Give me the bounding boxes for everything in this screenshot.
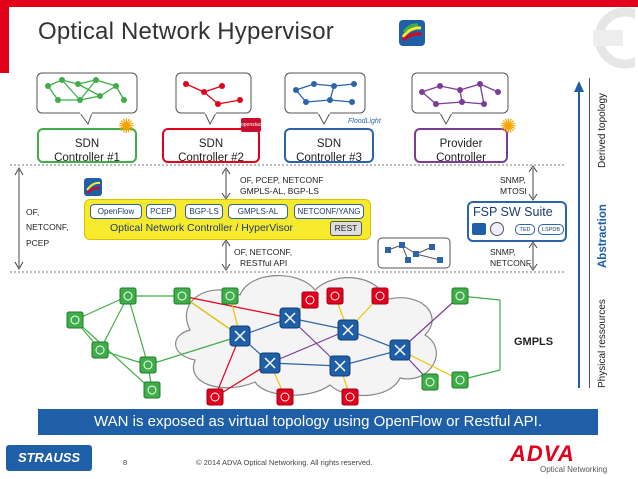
edge-nodes [66,287,469,406]
abstraction-arrow-icon [574,81,584,388]
ted-database-icon: TED [515,224,535,235]
derived-topology-label: Derived topology [597,92,608,168]
controller-3-line2: Controller #3 [296,152,362,164]
protocol-openflow: OpenFlow [90,204,142,219]
floodlight-icon: FloodLight [348,118,381,125]
north-interface-label-1: OF, PCEP, NETCONF [240,175,324,185]
controller-1-line1: SDN [74,138,100,150]
onc-logo-icon [84,178,102,196]
gmpls-label: GMPLS [514,336,554,348]
provider-controller: Provider Controller [414,128,508,164]
sdn-controller-3: SDN Controller #3 [284,128,374,164]
sdn-controller-2: SDN Controller #2 [162,128,260,164]
controller-4-line1: Provider [439,138,483,150]
page-number: 8 [123,458,128,467]
virtual-topology-bubble-1 [36,72,138,126]
adva-watermark-icon [593,7,635,69]
controller-2-line2: Controller #2 [178,152,244,164]
sdn-controller-1: SDN Controller #1 [37,128,137,164]
protocol-bgp-ls: BGP-LS [185,204,223,219]
abstraction-label: Abstraction [597,204,609,268]
controller-4-line2: Controller [436,152,486,164]
fsp-label: FSP SW Suite [473,205,553,219]
wan-summary-banner: WAN is exposed as virtual topology using… [38,409,598,435]
openstack-icon-text: openstack [241,122,264,128]
onc-label: Optical Network Controller / HyperVisor [110,222,294,234]
side-accent-tab [0,7,9,73]
lspdb-database-icon: LSPDB [538,224,564,235]
slide-title: Optical Network Hypervisor [38,18,334,45]
fsp-globe-icon [490,222,504,236]
rest-api-badge: REST [330,221,362,236]
fsp-north-label-2: MTOSI [500,186,527,196]
protocol-pcep: PCEP [146,204,176,219]
protocol-gmpls-al: GMPLS-AL [228,204,288,219]
left-interface-label-2: NETCONF, [26,222,69,232]
hypervisor-logo-icon [399,20,425,46]
protocol-netconf-yang: NETCONF/YANG [294,204,364,219]
left-interface-label-3: PCEP [26,238,50,248]
controller-1-line2: Controller #1 [54,152,120,164]
strauss-logo: STRAUSS [6,445,92,471]
fsp-south-label-2: NETCONF [490,258,532,268]
south-interface-label-2: RESTful API [240,258,288,268]
virtual-topology-bubble-4 [411,72,509,126]
openstack-icon: openstack [241,118,264,132]
copyright-notice: © 2014 ADVA Optical Networking. All righ… [196,458,373,467]
adva-logo: ADVA [510,441,575,466]
fsp-sw-suite [467,201,567,242]
controller-3-line1: SDN [316,138,342,150]
flower-icon: ✺ [118,116,135,138]
physical-resources-label: Physical ressources [597,299,608,388]
virtual-topology-bubble-3 [284,72,366,126]
flower-icon: ✺ [500,116,517,138]
abstraction-bracket [589,78,618,388]
core-switches [229,307,411,377]
controller-2-line1: SDN [198,138,224,150]
topology-thumbnail [377,237,451,269]
fsp-screen-icon [472,223,486,235]
adva-logo-subtitle: Optical Networking [540,465,608,474]
virtual-topology-bubble-2 [175,72,252,126]
south-interface-label-1: OF, NETCONF, [234,247,293,257]
fsp-north-label-1: SNMP, [500,175,526,185]
left-interface-label-1: OF, [26,207,40,217]
fsp-south-label-1: SNMP, [490,247,516,257]
north-interface-label-2: GMPLS-AL, BGP-LS [240,186,319,196]
top-accent-bar [0,0,638,7]
